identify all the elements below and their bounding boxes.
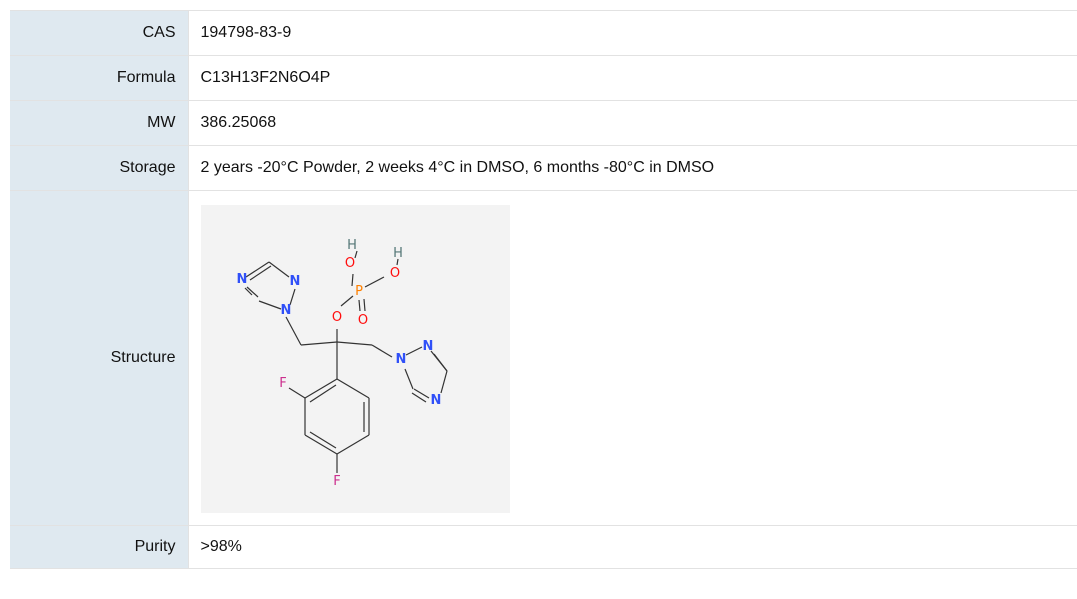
atom-n: N: [280, 303, 291, 318]
structure-cell: H O H O P O O N N N N N N: [187, 190, 1077, 526]
bond: [350, 273, 354, 287]
row-cas: CAS 194798-83-9: [10, 10, 1077, 56]
bond: [362, 298, 366, 312]
row-structure: Structure: [10, 190, 1077, 526]
storage-value: 2 years -20°C Powder, 2 weeks 4°C in DMS…: [187, 145, 1077, 191]
atom-o: O: [389, 266, 399, 281]
bond: [284, 316, 302, 346]
bond: [353, 250, 358, 259]
bond: [300, 341, 337, 346]
bond: [364, 276, 384, 288]
bond: [433, 353, 447, 372]
bond: [249, 265, 271, 281]
bond: [245, 261, 269, 278]
bond: [288, 288, 296, 306]
row-formula: Formula C13H13F2N6O4P: [10, 55, 1077, 101]
structure-label: Structure: [10, 190, 188, 526]
bonds: [244, 250, 448, 473]
bond: [336, 434, 369, 455]
bond: [403, 368, 414, 390]
row-mw: MW 386.25068: [10, 100, 1077, 146]
properties-table: CAS 194798-83-9 Formula C13H13F2N6O4P MW…: [10, 10, 1077, 569]
bond: [336, 341, 372, 346]
storage-label: Storage: [10, 145, 188, 191]
mw-label: MW: [10, 100, 188, 146]
atom-o: O: [331, 310, 341, 325]
bond: [439, 370, 448, 394]
bond: [309, 431, 336, 449]
bond: [336, 378, 369, 399]
bond: [405, 346, 422, 356]
structure-diagram: H O H O P O O N N N N N N: [236, 238, 448, 489]
bond: [413, 388, 429, 399]
atom-f: F: [333, 474, 340, 489]
bond: [304, 434, 337, 455]
atom-labels: H O H O P O O N N N N N N: [236, 238, 441, 489]
cas-value: 194798-83-9: [187, 10, 1077, 56]
product-properties: CAS 194798-83-9 Formula C13H13F2N6O4P MW…: [10, 10, 1077, 569]
atom-n: N: [422, 339, 433, 354]
mw-value: 386.25068: [187, 100, 1077, 146]
atom-o: O: [344, 256, 354, 271]
bond: [371, 344, 392, 358]
atom-o: O: [357, 313, 367, 328]
bond: [309, 384, 336, 403]
row-storage: Storage 2 years -20°C Powder, 2 weeks 4°…: [10, 145, 1077, 191]
bond: [246, 286, 258, 298]
row-purity: Purity >98%: [10, 525, 1077, 569]
atom-n: N: [236, 272, 247, 287]
bond: [268, 261, 289, 278]
structure-image: H O H O P O O N N N N N N: [200, 205, 510, 513]
atom-n: N: [395, 352, 406, 367]
bond: [395, 258, 399, 266]
formula-label: Formula: [10, 55, 188, 101]
atom-n: N: [289, 274, 300, 289]
bond: [258, 300, 281, 310]
bond: [340, 295, 353, 307]
atom-p: P: [355, 284, 363, 299]
bond: [288, 387, 305, 399]
formula-value: C13H13F2N6O4P: [187, 55, 1077, 101]
bond: [304, 378, 337, 399]
purity-value: >98%: [187, 525, 1077, 569]
atom-h: H: [347, 238, 357, 253]
cas-label: CAS: [10, 10, 188, 56]
purity-label: Purity: [10, 525, 188, 569]
bond: [411, 392, 426, 403]
atom-n: N: [430, 393, 441, 408]
bond: [244, 287, 252, 296]
bond: [357, 299, 361, 312]
atom-h: H: [393, 246, 403, 261]
atom-f: F: [279, 376, 286, 391]
